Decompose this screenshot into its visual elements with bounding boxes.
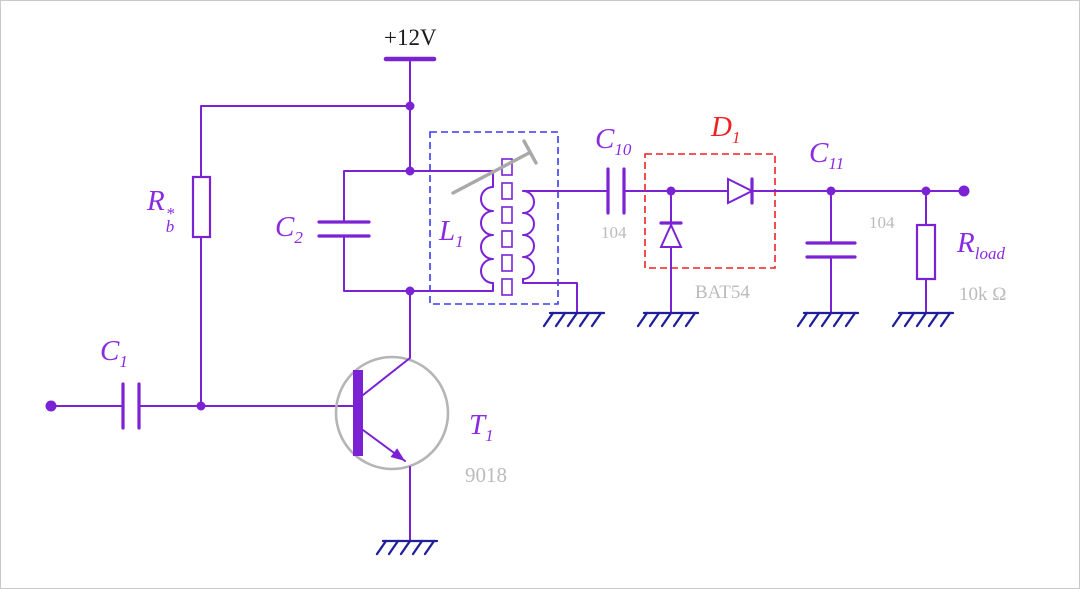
node-dot [405,101,415,111]
label-c11-value: 104 [869,213,895,232]
core-segment [501,206,513,224]
resistor-body [915,223,937,281]
power-supply-rail [200,56,437,178]
node-dot [196,401,206,411]
tuning-slug-icon [451,151,531,195]
tank-capacitor-c2 [317,170,411,292]
load-resistor-rload [915,185,970,314]
secondary-coil [522,190,535,280]
transistor-circle [334,355,450,471]
bias-resistor-rb [191,175,212,407]
filter-capacitor-c11 [805,190,965,314]
label-d1: D1 [711,111,741,147]
label-c10: C10 [595,123,632,159]
label-rload-value: 10k Ω [959,284,1007,305]
label-d1-part: BAT54 [695,282,750,303]
node-dot [666,186,676,196]
junction-dots [196,101,931,411]
primary-coil [480,186,494,284]
label-l1: L1 [439,215,464,251]
label-t1: T1 [469,409,494,445]
ground-icon [542,311,606,328]
label-rb: R*b [147,185,175,237]
ground-icon [796,311,860,328]
ground-icon [891,311,955,328]
ground-icon [636,311,700,328]
label-rload: Rload [957,227,1005,263]
label-t1-part: 9018 [465,463,507,487]
resistor-body [191,175,212,239]
core-segment [501,278,513,296]
node-dot [921,186,931,196]
detector-box [644,153,776,269]
transistor-t1 [334,290,450,542]
transformer-box [429,131,559,305]
core-segment [501,254,513,272]
transformer-l1 [409,131,609,314]
core-segment [501,230,513,248]
label-c2: C2 [275,211,303,247]
label-c1: C1 [100,335,128,371]
series-diode-icon [727,177,755,205]
node-dot [405,166,415,176]
ground-symbols [375,311,955,556]
shunt-diode-icon [659,222,683,248]
tuning-slug-icon [522,139,538,165]
coupling-capacitor-c10 [606,167,672,215]
supply-voltage-label: +12V [384,25,437,50]
input-capacitor-c1 [45,382,355,430]
detector-diodes-d1 [644,153,832,314]
output-terminal [958,185,970,197]
node-dot [405,286,415,296]
node-dot [826,186,836,196]
ground-icon [375,539,439,556]
transistor-base-bar [353,370,363,456]
emitter-arrow-icon [390,448,405,461]
label-c10-value: 104 [601,223,627,242]
label-c11: C11 [809,137,845,173]
core-segment [501,182,513,200]
